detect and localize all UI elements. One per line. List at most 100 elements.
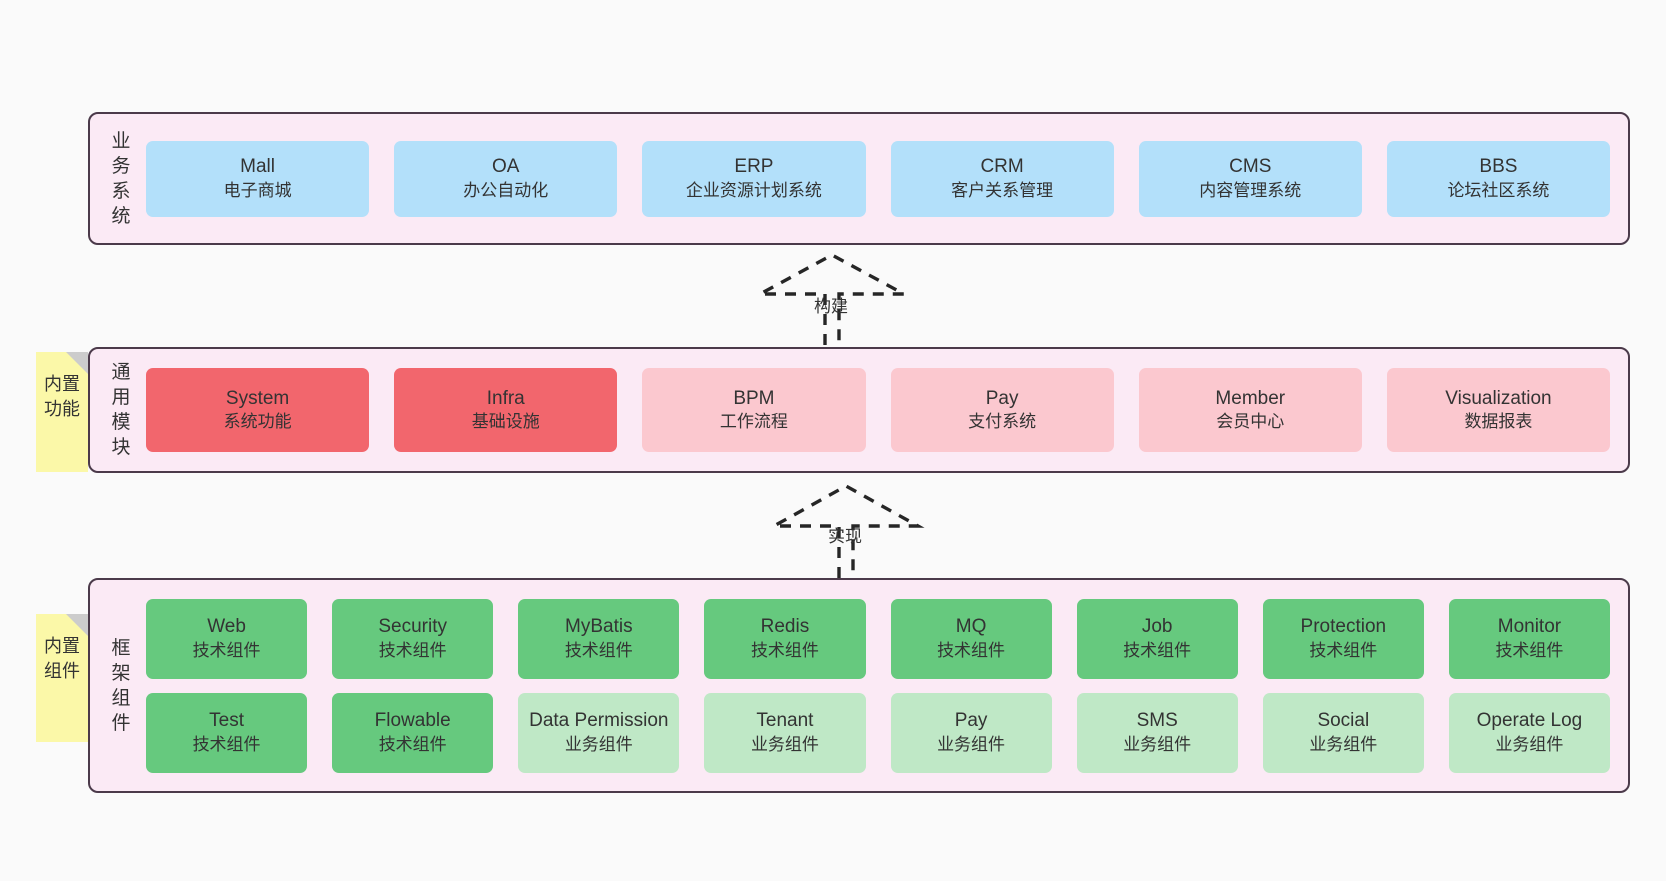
node-pay-component[interactable]: Pay 业务组件 xyxy=(890,692,1052,773)
node-mybatis[interactable]: MyBatis 技术组件 xyxy=(518,598,680,679)
node-subtitle: 技术组件 xyxy=(378,640,447,660)
connector-label-implement: 实现 xyxy=(828,527,862,546)
node-subtitle: 企业资源计划系统 xyxy=(685,180,822,200)
node-subtitle: 内容管理系统 xyxy=(1199,180,1302,200)
node-title: Protection xyxy=(1300,616,1387,638)
node-title: Social xyxy=(1317,710,1370,732)
node-mq[interactable]: MQ 技术组件 xyxy=(890,598,1052,679)
node-subtitle: 业务组件 xyxy=(1495,734,1564,754)
node-title: MQ xyxy=(955,616,987,638)
layer-business-systems: 业务系统 Mall 电子商城 OA 办公自动化 ERP 企业资源计划系统 CRM… xyxy=(88,112,1630,245)
node-system[interactable]: System 系统功能 xyxy=(146,368,370,452)
node-title: Mall xyxy=(240,156,275,178)
node-subtitle: 业务组件 xyxy=(564,734,633,754)
node-subtitle: 技术组件 xyxy=(1123,640,1192,660)
fold-corner-icon xyxy=(66,352,88,374)
node-monitor[interactable]: Monitor 技术组件 xyxy=(1448,598,1610,679)
node-title: System xyxy=(225,387,290,409)
node-flowable[interactable]: Flowable 技术组件 xyxy=(332,692,494,773)
node-title: Security xyxy=(378,616,447,638)
node-title: Flowable xyxy=(374,710,451,732)
node-title: Infra xyxy=(486,387,525,409)
node-title: MyBatis xyxy=(565,616,633,638)
node-subtitle: 办公自动化 xyxy=(463,180,549,200)
node-subtitle: 技术组件 xyxy=(564,640,633,660)
layer-framework-components: 框架组件 Web 技术组件 Security 技术组件 MyBatis 技术组件… xyxy=(88,578,1630,793)
node-subtitle: 业务组件 xyxy=(750,734,819,754)
node-crm[interactable]: CRM 客户关系管理 xyxy=(890,140,1114,217)
connector-implement-arrow xyxy=(767,484,925,578)
node-title: Operate Log xyxy=(1476,710,1583,732)
node-row: System 系统功能 Infra 基础设施 BPM 工作流程 Pay 支付系统… xyxy=(146,368,1611,452)
node-title: BPM xyxy=(733,387,775,409)
node-subtitle: 论坛社区系统 xyxy=(1447,180,1550,200)
node-sms[interactable]: SMS 业务组件 xyxy=(1076,692,1238,773)
layer-title-framework: 框架组件 xyxy=(111,637,131,734)
layer-framework-nodes: Web 技术组件 Security 技术组件 MyBatis 技术组件 Redi… xyxy=(138,598,1628,773)
node-subtitle: 业务组件 xyxy=(1309,734,1378,754)
node-job[interactable]: Job 技术组件 xyxy=(1076,598,1238,679)
node-subtitle: 技术组件 xyxy=(937,640,1006,660)
node-title: Redis xyxy=(760,616,810,638)
node-subtitle: 业务组件 xyxy=(1123,734,1192,754)
node-title: Test xyxy=(209,710,244,732)
node-subtitle: 技术组件 xyxy=(1495,640,1564,660)
node-visualization[interactable]: Visualization 数据报表 xyxy=(1386,368,1611,452)
node-subtitle: 技术组件 xyxy=(378,734,447,754)
node-row: Mall 电子商城 OA 办公自动化 ERP 企业资源计划系统 CRM 客户关系… xyxy=(146,140,1611,217)
node-subtitle: 技术组件 xyxy=(750,640,819,660)
node-subtitle: 支付系统 xyxy=(968,412,1037,432)
node-bbs[interactable]: BBS 论坛社区系统 xyxy=(1386,140,1611,217)
node-test[interactable]: Test 技术组件 xyxy=(146,692,308,773)
node-title: Pay xyxy=(985,387,1019,409)
node-title: BBS xyxy=(1479,156,1518,178)
node-subtitle: 基础设施 xyxy=(471,412,540,432)
node-title: Member xyxy=(1215,387,1286,409)
node-protection[interactable]: Protection 技术组件 xyxy=(1262,598,1424,679)
node-title: CMS xyxy=(1229,156,1272,178)
node-subtitle: 技术组件 xyxy=(192,734,261,754)
node-security[interactable]: Security 技术组件 xyxy=(332,598,494,679)
node-operate-log[interactable]: Operate Log 业务组件 xyxy=(1448,692,1610,773)
node-subtitle: 会员中心 xyxy=(1216,412,1285,432)
node-cms[interactable]: CMS 内容管理系统 xyxy=(1138,140,1362,217)
layer-common-modules: 通用模块 System 系统功能 Infra 基础设施 BPM 工作流程 Pay… xyxy=(88,347,1630,473)
sticky-note-text: 内置组件 xyxy=(44,636,80,681)
node-subtitle: 工作流程 xyxy=(719,412,788,432)
node-erp[interactable]: ERP 企业资源计划系统 xyxy=(642,140,866,217)
node-title: Job xyxy=(1141,616,1173,638)
node-member[interactable]: Member 会员中心 xyxy=(1138,368,1362,452)
node-oa[interactable]: OA 办公自动化 xyxy=(394,140,618,217)
node-title: Monitor xyxy=(1497,616,1562,638)
node-title: Web xyxy=(207,616,246,638)
connector-label-build: 构建 xyxy=(814,297,848,316)
layer-common-nodes: System 系统功能 Infra 基础设施 BPM 工作流程 Pay 支付系统… xyxy=(138,368,1628,452)
node-title: OA xyxy=(492,156,520,178)
node-subtitle: 系统功能 xyxy=(223,412,292,432)
node-redis[interactable]: Redis 技术组件 xyxy=(704,598,866,679)
sticky-note-text: 内置功能 xyxy=(44,374,80,419)
layer-business-nodes: Mall 电子商城 OA 办公自动化 ERP 企业资源计划系统 CRM 客户关系… xyxy=(138,140,1628,217)
node-web[interactable]: Web 技术组件 xyxy=(146,598,308,679)
connector-build-arrow xyxy=(759,253,905,345)
node-bpm[interactable]: BPM 工作流程 xyxy=(642,368,866,452)
node-pay-module[interactable]: Pay 支付系统 xyxy=(890,368,1114,452)
node-subtitle: 技术组件 xyxy=(1309,640,1378,660)
node-social[interactable]: Social 业务组件 xyxy=(1262,692,1424,773)
node-mall[interactable]: Mall 电子商城 xyxy=(146,140,370,217)
layer-title-business: 业务系统 xyxy=(111,130,131,227)
layer-title-common: 通用模块 xyxy=(111,362,131,458)
node-subtitle: 数据报表 xyxy=(1464,412,1533,432)
node-title: ERP xyxy=(734,156,774,178)
node-infra[interactable]: Infra 基础设施 xyxy=(394,368,618,452)
node-tenant[interactable]: Tenant 业务组件 xyxy=(704,692,866,773)
node-title: Data Permission xyxy=(529,710,669,732)
node-title: Pay xyxy=(954,710,988,732)
fold-corner-icon xyxy=(66,614,88,636)
node-subtitle: 业务组件 xyxy=(937,734,1006,754)
node-subtitle: 技术组件 xyxy=(192,640,261,660)
sticky-note-builtin-functions: 内置功能 xyxy=(36,352,88,472)
node-data-permission[interactable]: Data Permission 业务组件 xyxy=(518,692,680,773)
node-row: Test 技术组件 Flowable 技术组件 Data Permission … xyxy=(146,692,1610,773)
